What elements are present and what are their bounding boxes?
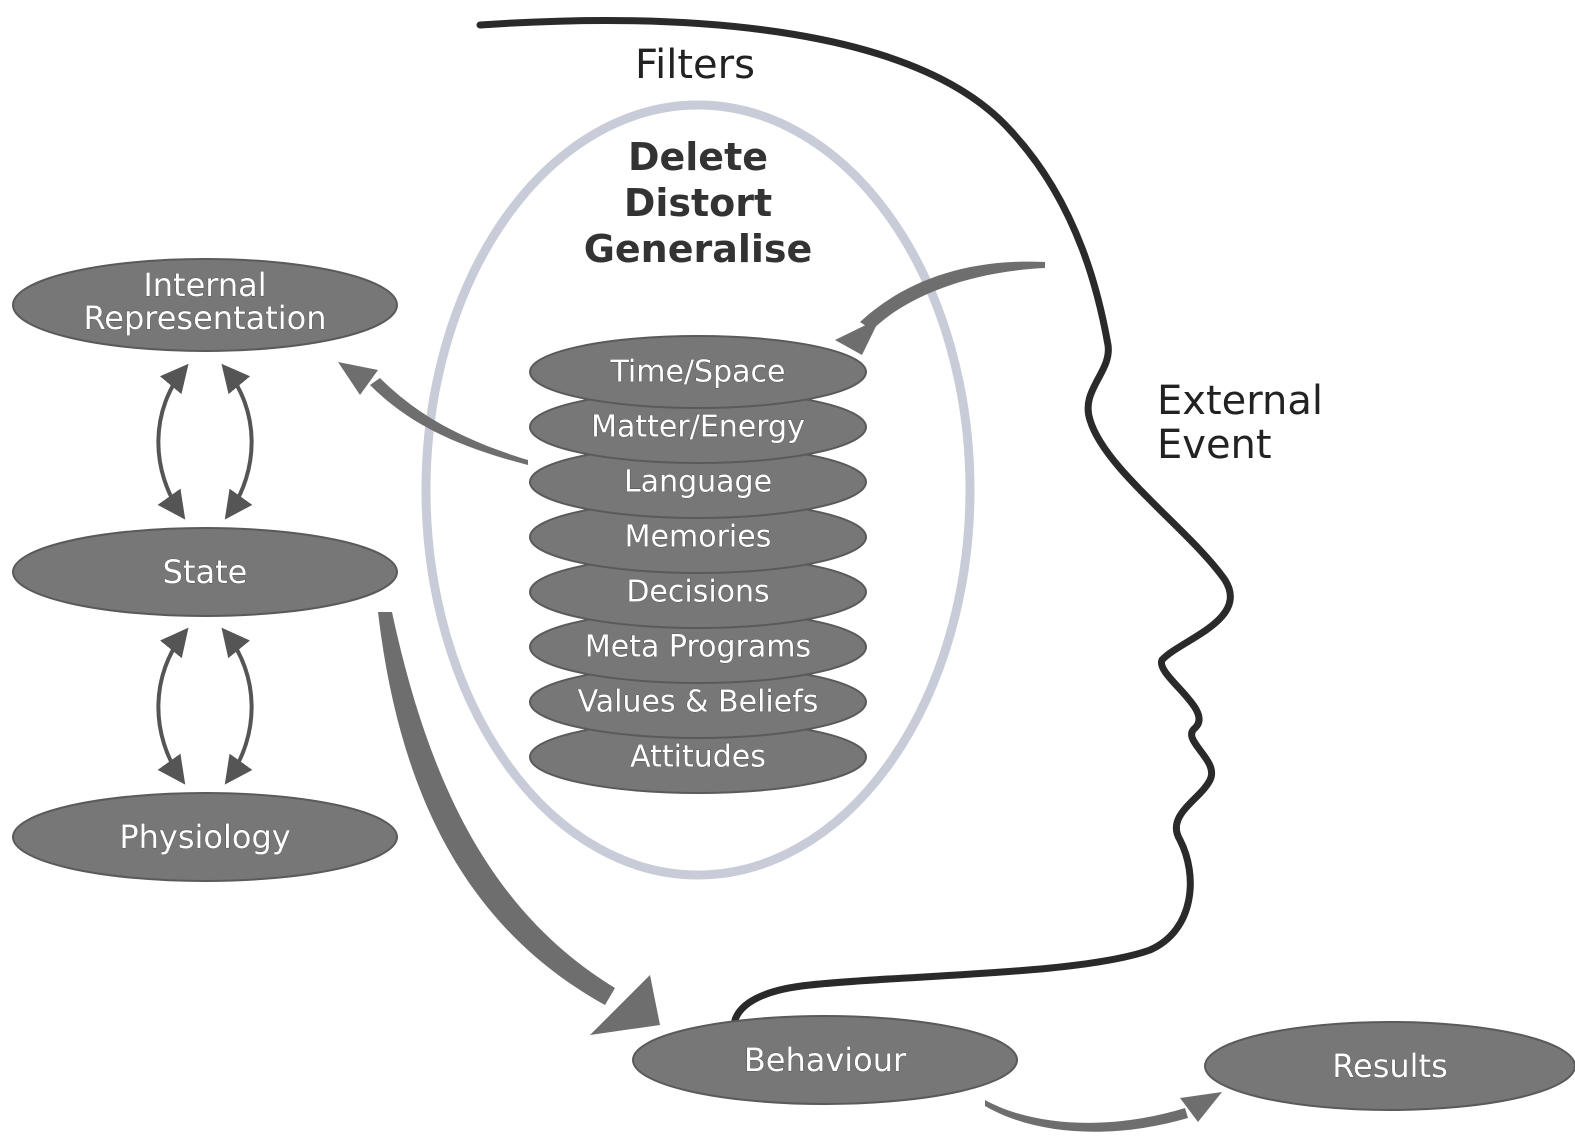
generalise-label: Generalise bbox=[584, 227, 813, 271]
filter-item: Decisions bbox=[529, 555, 867, 629]
filter-label-matter-energy: Matter/Energy bbox=[591, 410, 805, 445]
arrow-external-to-filters bbox=[860, 261, 1045, 330]
arrow-behaviour-to-results bbox=[985, 1100, 1188, 1132]
arrow-state-physiology-right bbox=[221, 627, 254, 785]
state-node: State bbox=[12, 527, 398, 617]
arrow-filters-to-internal bbox=[370, 378, 528, 465]
filter-label-language: Language bbox=[624, 465, 772, 500]
arrow-internal-state-left bbox=[156, 363, 189, 520]
filter-label-memories: Memories bbox=[625, 520, 772, 555]
distort-label: Distort bbox=[624, 181, 772, 225]
filter-item: Language bbox=[529, 445, 867, 519]
filter-ellipse bbox=[421, 100, 975, 880]
external-event-line2: Event bbox=[1157, 422, 1272, 468]
internal-line2: Representation bbox=[83, 299, 326, 337]
behaviour-label: Behaviour bbox=[744, 1041, 907, 1079]
arrow-internal-state-right bbox=[221, 363, 254, 520]
filter-item: Attitudes bbox=[529, 720, 867, 794]
head-profile-outline bbox=[476, 17, 1234, 1024]
filter-label-time-space: Time/Space bbox=[610, 355, 786, 390]
physiology-label: Physiology bbox=[119, 818, 290, 856]
filter-label-values-beliefs: Values & Beliefs bbox=[578, 685, 819, 720]
arrowhead-external-to-filters bbox=[835, 318, 880, 355]
delete-label: Delete bbox=[628, 135, 768, 179]
filter-item: Matter/Energy bbox=[529, 390, 867, 464]
state-label: State bbox=[163, 553, 248, 591]
filter-stack: Attitudes Values & Beliefs Meta Programs… bbox=[529, 335, 867, 794]
external-event-line1: External bbox=[1157, 378, 1323, 424]
arrow-state-physiology-left bbox=[156, 627, 189, 785]
filters-title: Filters bbox=[635, 42, 755, 88]
behaviour-node: Behaviour bbox=[632, 1015, 1018, 1105]
filter-label-meta-programs: Meta Programs bbox=[585, 630, 811, 665]
results-label: Results bbox=[1332, 1047, 1448, 1085]
filter-label-decisions: Decisions bbox=[626, 575, 769, 610]
physiology-node: Physiology bbox=[12, 792, 398, 882]
arrowhead-filters-to-internal bbox=[338, 362, 378, 395]
arrowhead-behaviour-to-results bbox=[1180, 1092, 1222, 1122]
results-node: Results bbox=[1204, 1021, 1575, 1111]
filter-item: Time/Space bbox=[529, 335, 867, 409]
internal-representation-node: Internal Representation bbox=[12, 258, 398, 352]
arrowhead-state-to-behaviour bbox=[590, 975, 660, 1035]
internal-line1: Internal bbox=[143, 266, 266, 304]
filter-label-attitudes: Attitudes bbox=[630, 740, 766, 775]
